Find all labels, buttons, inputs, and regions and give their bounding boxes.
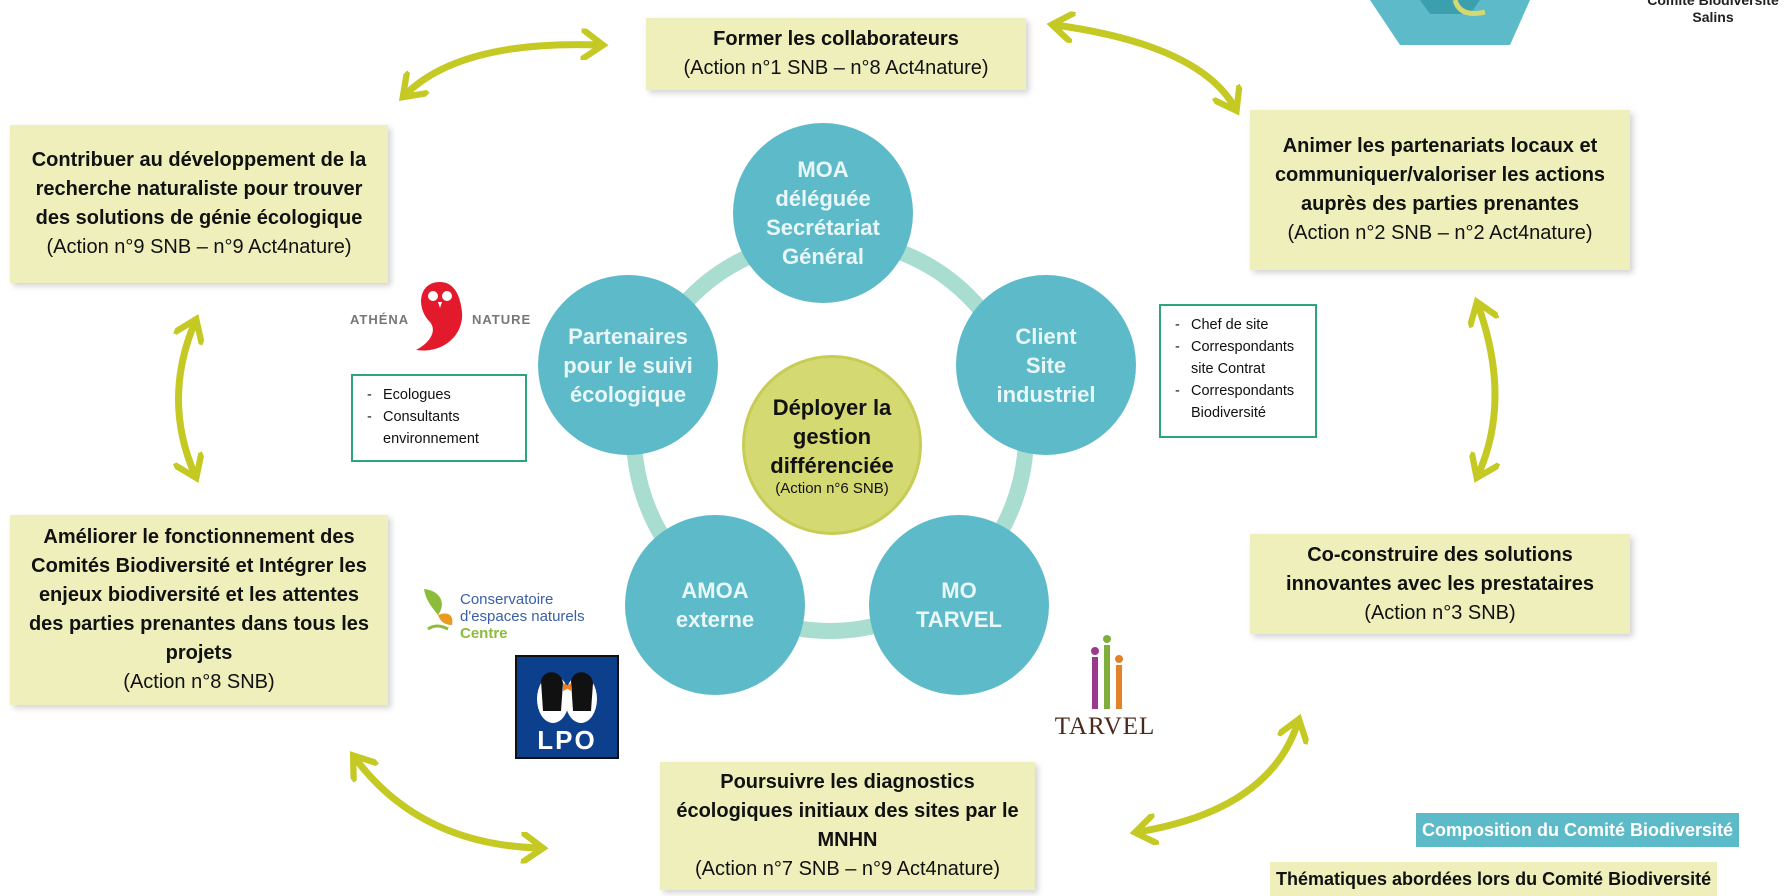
circle-mo-tarvel: MO TARVEL xyxy=(869,515,1049,695)
corner-hexagon-decoration xyxy=(1370,0,1530,45)
circle-client-site: Client Site industriel xyxy=(956,275,1136,455)
center-gestion-differenciee: Déployer la gestion différenciée (Action… xyxy=(742,355,922,535)
arrow-bottom-left xyxy=(355,758,540,848)
circle-amoa-externe: AMOA externe xyxy=(625,515,805,695)
arrow-left xyxy=(179,322,196,475)
list-item: Consultants environnement xyxy=(363,406,515,450)
legend-composition: Composition du Comité Biodiversité xyxy=(1416,813,1740,847)
action-box-contribuer: Contribuer au développement de la recher… xyxy=(10,125,388,283)
circle-moa-deleguee: MOA déléguée Secrétariat Général xyxy=(733,123,913,303)
action-box-ameliorer: Améliorer le fonctionnement des Comités … xyxy=(10,515,388,705)
arrow-bottom-right xyxy=(1138,722,1298,832)
list-client-site: Chef de site Correspondants site Contrat… xyxy=(1159,304,1317,438)
list-item: Chef de site xyxy=(1171,314,1305,336)
puffin-icon xyxy=(537,672,597,723)
owl-icon xyxy=(416,282,463,351)
action-box-coconstruire: Co-construire des solutions innovantes a… xyxy=(1250,534,1630,634)
arrow-top-right xyxy=(1055,25,1235,108)
tarvel-logo: TARVEL xyxy=(1044,635,1166,743)
action-box-former: Former les collaborateurs (Action n°1 SN… xyxy=(646,18,1026,90)
list-item: Correspondants Biodiversité xyxy=(1171,380,1305,424)
list-partenaires: Ecologues Consultants environnement xyxy=(351,374,527,462)
leaf-icon xyxy=(424,589,453,631)
athena-nature-logo: ATHÉNA NATURE xyxy=(348,278,530,356)
arrow-top-left xyxy=(405,45,600,95)
action-box-diagnostics: Poursuivre les diagnostics écologiques i… xyxy=(660,762,1035,890)
legend-thematiques: Thématiques abordées lors du Comité Biod… xyxy=(1270,862,1718,896)
conservatoire-logo: Conservatoire d'espaces naturels Centre xyxy=(418,585,608,645)
arrow-right xyxy=(1478,305,1495,475)
list-item: Correspondants site Contrat xyxy=(1171,336,1305,380)
list-item: Ecologues xyxy=(363,384,515,406)
corner-label: Comité Biodiversité Salins xyxy=(1647,0,1779,25)
circle-partenaires: Partenaires pour le suivi écologique xyxy=(538,275,718,455)
lpo-logo: LPO xyxy=(515,655,619,759)
action-box-animer: Animer les partenariats locaux et commun… xyxy=(1250,110,1630,270)
tarvel-figures-icon xyxy=(1091,635,1123,709)
